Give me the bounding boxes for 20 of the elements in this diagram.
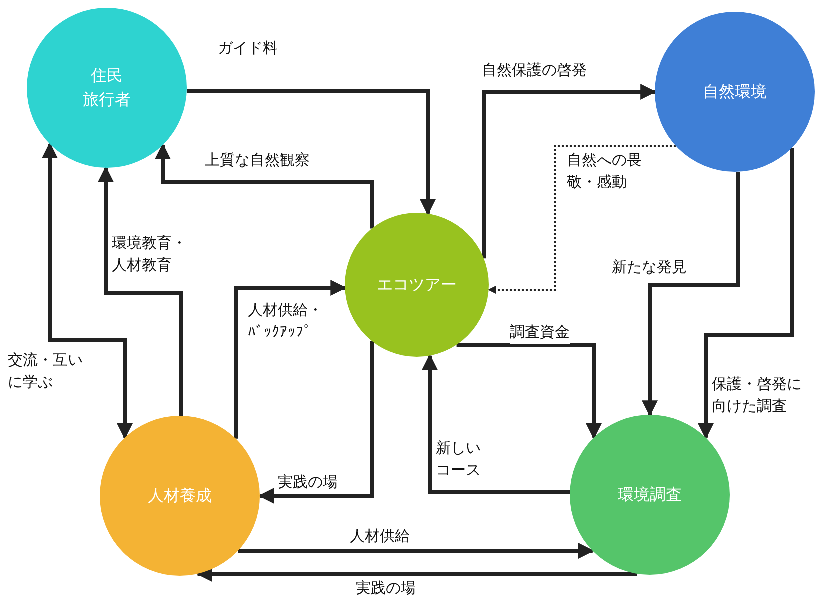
arrow [234, 280, 347, 439]
edge-label: 調査資金 [510, 322, 570, 344]
node-label: 住民 [91, 65, 123, 87]
arrow [422, 354, 570, 494]
arrow [482, 84, 657, 259]
node-label: 旅行者 [83, 89, 131, 111]
arrow [258, 341, 374, 504]
arrow [456, 343, 602, 440]
arrow [98, 166, 183, 416]
arrow [488, 145, 676, 294]
arrow [642, 172, 740, 417]
arrow [698, 148, 794, 440]
node-label: 人材養成 [148, 485, 212, 507]
node-label: エコツアー [377, 274, 457, 296]
arrow [42, 142, 133, 440]
node-label: 自然環境 [703, 81, 767, 103]
arrow [238, 543, 594, 559]
arrow [155, 144, 374, 229]
arrow [186, 89, 436, 216]
node-label: 環境調査 [618, 484, 682, 506]
